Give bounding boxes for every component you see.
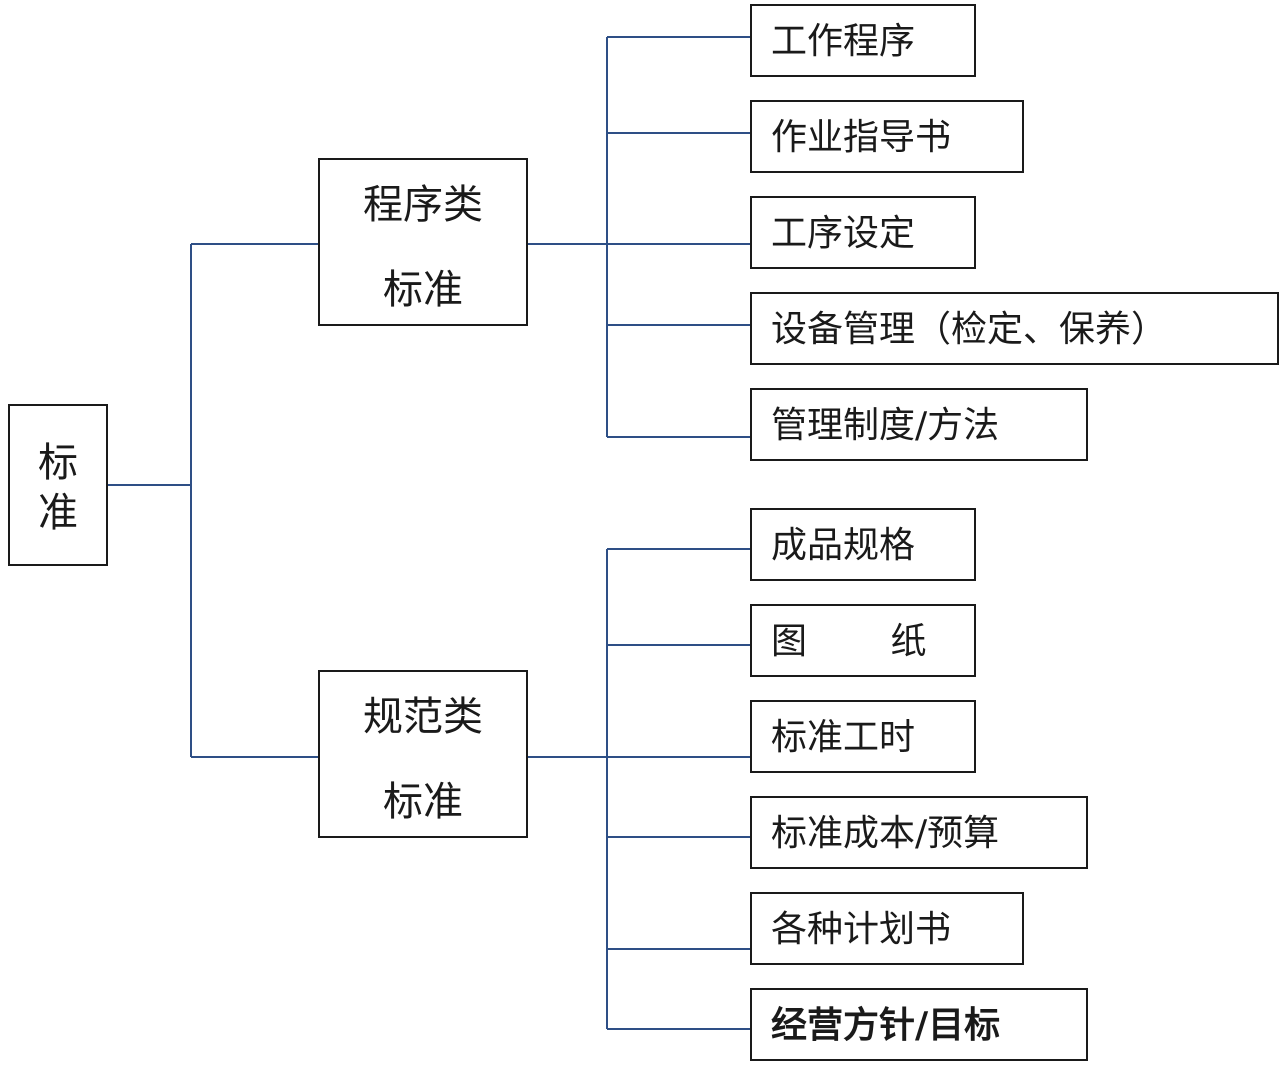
leaf-node: 工序设定 bbox=[750, 196, 976, 269]
branch-2-leaves: 成品规格 图 纸 标准工时 标准成本/预算 各种计划书 经营方针/目标 bbox=[750, 508, 1088, 1061]
leaf-node: 经营方针/目标 bbox=[750, 988, 1088, 1061]
branch-node-procedural: 程序类 标准 bbox=[318, 158, 528, 326]
leaf-node-box bbox=[750, 604, 976, 677]
leaf-node: 成品规格 bbox=[750, 508, 976, 581]
leaf-node: 标准成本/预算 bbox=[750, 796, 1088, 869]
leaf-node-box bbox=[750, 292, 1279, 365]
branch-node-normative-box bbox=[318, 670, 528, 838]
root-node: 标 准 bbox=[8, 404, 108, 566]
leaf-node-label: 管理制度/方法 bbox=[771, 405, 999, 446]
leaf-node-box bbox=[750, 508, 976, 581]
root-node-box bbox=[8, 404, 108, 566]
leaf-node-box bbox=[750, 988, 1088, 1061]
leaf-node-box bbox=[750, 388, 1088, 461]
leaf-node: 标准工时 bbox=[750, 700, 976, 773]
leaf-node-box bbox=[750, 196, 976, 269]
leaf-node-label: 各种计划书 bbox=[771, 909, 951, 950]
leaf-node: 作业指导书 bbox=[750, 100, 1024, 173]
branch-node-procedural-label-line-2: 标准 bbox=[383, 267, 463, 313]
leaf-node-label: 工作程序 bbox=[771, 21, 915, 62]
leaf-node-box bbox=[750, 892, 1024, 965]
leaf-node-label: 标准成本/预算 bbox=[771, 813, 999, 854]
leaf-node-label: 图 纸 bbox=[771, 621, 926, 662]
leaf-node: 管理制度/方法 bbox=[750, 388, 1088, 461]
leaf-node-box bbox=[750, 796, 1088, 869]
leaf-node-box bbox=[750, 4, 976, 77]
leaf-node-label: 成品规格 bbox=[771, 525, 915, 566]
root-node-label-line-1: 标 bbox=[38, 440, 78, 486]
root-node-label-line-2: 准 bbox=[38, 490, 78, 536]
leaf-node: 各种计划书 bbox=[750, 892, 1024, 965]
leaf-node-label: 作业指导书 bbox=[771, 117, 951, 158]
branch-node-normative-label-line-2: 标准 bbox=[383, 779, 463, 825]
leaf-node-label: 经营方针/目标 bbox=[771, 1005, 1000, 1046]
leaf-node-box bbox=[750, 700, 976, 773]
branch-node-procedural-box bbox=[318, 158, 528, 326]
leaf-node: 图 纸 bbox=[750, 604, 976, 677]
branch-1-leaves: 工作程序 作业指导书 工序设定 设备管理（检定、保养） 管理制度/方法 bbox=[750, 4, 1279, 461]
leaf-node: 工作程序 bbox=[750, 4, 976, 77]
branch-node-procedural-label-line-1: 程序类 bbox=[363, 182, 483, 228]
branch-node-normative-label-line-1: 规范类 bbox=[363, 694, 483, 740]
leaf-node-label: 工序设定 bbox=[771, 213, 915, 254]
leaf-node-box bbox=[750, 100, 1024, 173]
leaf-node-label: 标准工时 bbox=[771, 717, 915, 758]
leaf-node-label: 设备管理（检定、保养） bbox=[771, 309, 1167, 350]
branch-node-normative: 规范类 标准 bbox=[318, 670, 528, 838]
leaf-node: 设备管理（检定、保养） bbox=[750, 292, 1279, 365]
connector-lines bbox=[108, 36, 751, 1030]
